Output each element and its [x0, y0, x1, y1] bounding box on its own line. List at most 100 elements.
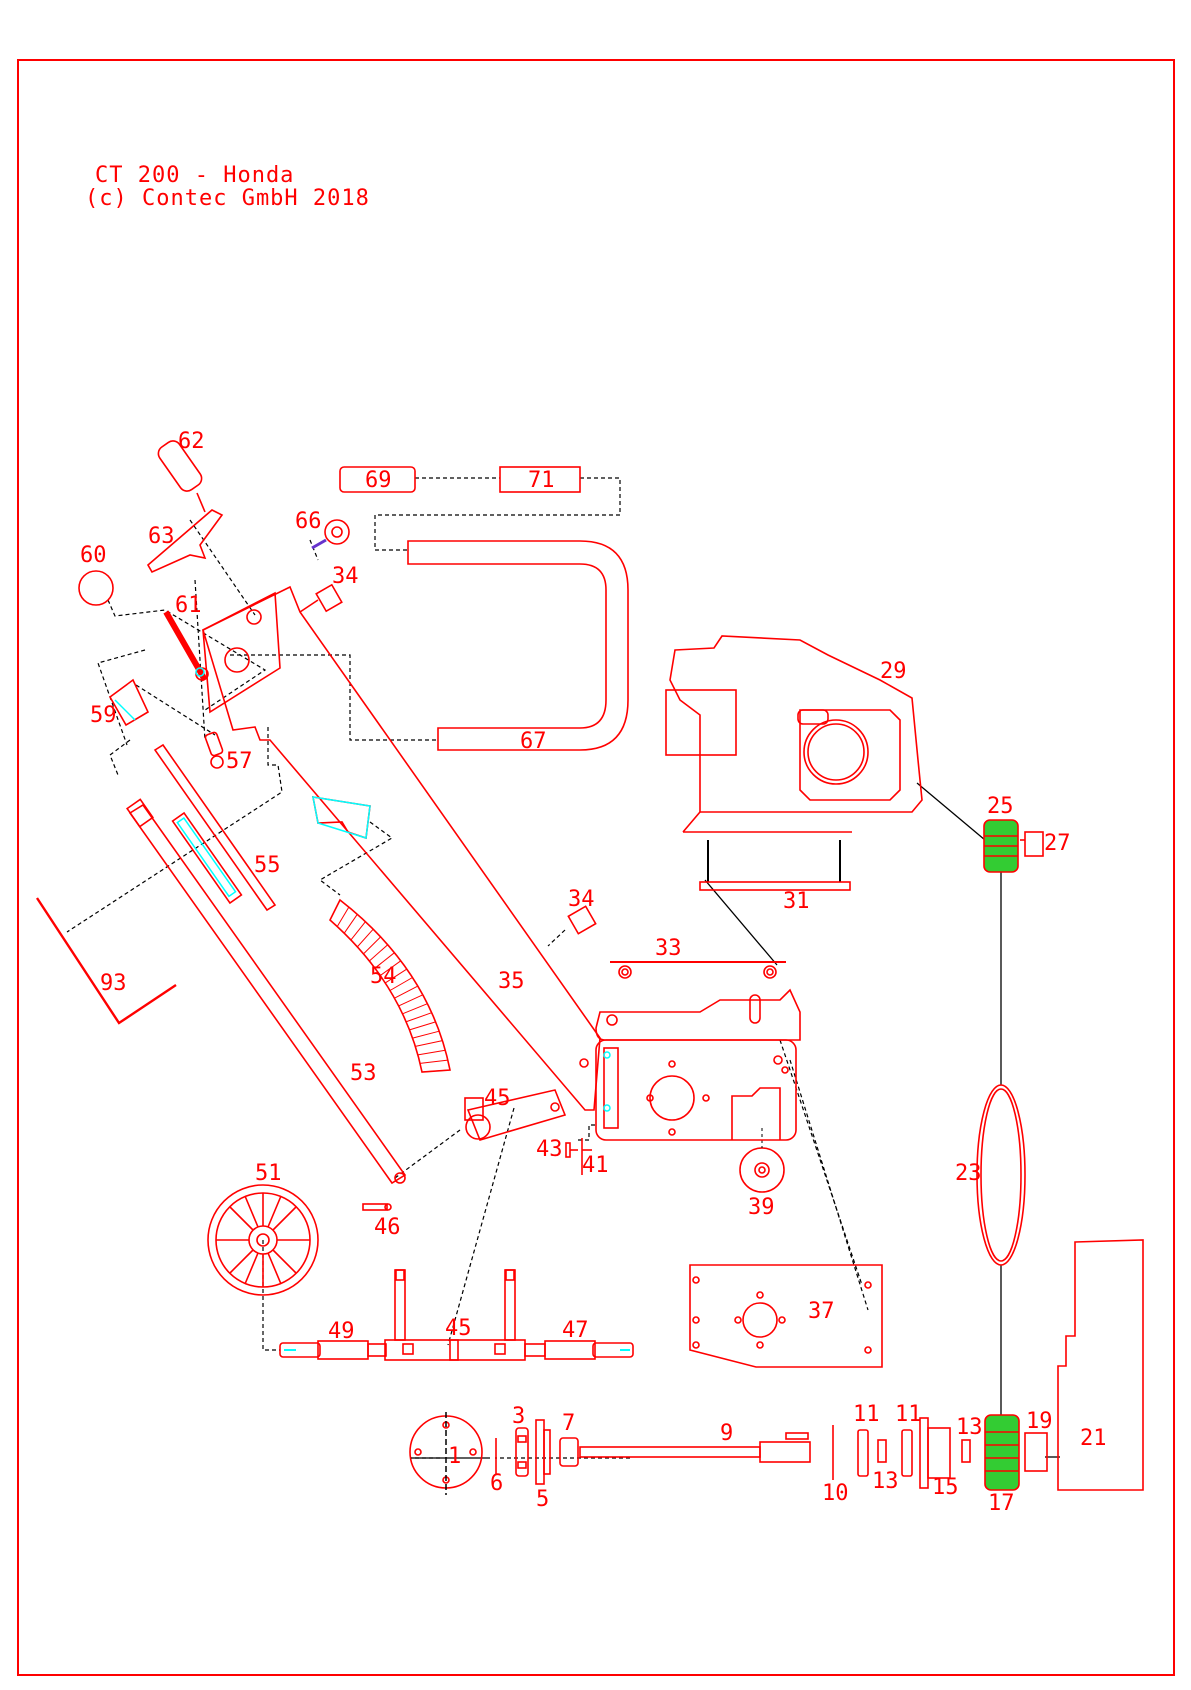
- part-57-clevis: [205, 732, 224, 768]
- part-33-bar-nuts: [619, 966, 776, 978]
- segment-rib: [351, 922, 365, 940]
- segment-rib: [413, 1031, 440, 1038]
- label-27: 27: [1044, 831, 1071, 856]
- part-27-cap: [1020, 832, 1043, 856]
- label-54: 54: [370, 964, 397, 989]
- part-window-plate: [313, 797, 370, 838]
- label-19: 19: [1026, 1409, 1053, 1434]
- part-93-scoop: [37, 898, 176, 1023]
- label-35: 35: [498, 969, 525, 994]
- label-62: 62: [178, 429, 205, 454]
- label-63: 63: [148, 524, 175, 549]
- part-3-bearing: [516, 1428, 528, 1476]
- label-31: 31: [783, 889, 810, 914]
- solid-leaders: [410, 783, 1060, 1458]
- label-6: 6: [490, 1471, 503, 1496]
- part-45-upper-lever: [465, 1090, 565, 1140]
- label-17: 17: [988, 1491, 1015, 1516]
- label-37: 37: [808, 1299, 835, 1324]
- part-23-belt-inner: [981, 1089, 1021, 1261]
- label-51: 51: [255, 1161, 282, 1186]
- part-35-main-frame: [196, 587, 600, 1110]
- label-66: 66: [295, 509, 322, 534]
- part-39-roller: [740, 1128, 784, 1192]
- label-43: 43: [536, 1137, 563, 1162]
- part-23-belt: [977, 1085, 1025, 1265]
- label-15: 15: [932, 1475, 959, 1500]
- label-57: 57: [226, 749, 253, 774]
- label-5: 5: [536, 1487, 549, 1512]
- segment-rib: [420, 1060, 448, 1063]
- label-60: 60: [80, 543, 107, 568]
- title-line-1: CT 200 - Honda: [95, 163, 294, 188]
- part-46-pin: [363, 1204, 391, 1210]
- label-55: 55: [254, 853, 281, 878]
- part-7-collar: [560, 1438, 578, 1466]
- part-9-shaft: [580, 1433, 810, 1462]
- label-69: 69: [365, 468, 392, 493]
- label-25: 25: [987, 794, 1014, 819]
- segment-rib: [399, 995, 423, 1006]
- segment-rib: [330, 900, 340, 920]
- label-67: 67: [520, 729, 547, 754]
- label-53: 53: [350, 1061, 377, 1086]
- part-outlines: [37, 438, 1143, 1495]
- label-11b: 11: [895, 1402, 922, 1427]
- label-45b: 45: [445, 1316, 472, 1341]
- part-60-knob: [79, 571, 113, 605]
- label-13a: 13: [872, 1469, 899, 1494]
- label-11a: 11: [853, 1402, 880, 1427]
- label-21: 21: [1080, 1426, 1107, 1451]
- part-1-flange: [410, 1412, 482, 1495]
- label-7: 7: [562, 1411, 575, 1436]
- label-39: 39: [748, 1195, 775, 1220]
- part-21-housing: [1058, 1240, 1143, 1490]
- part-13-spacers: [878, 1440, 970, 1462]
- part-engine-mount-bracket: [596, 990, 800, 1040]
- part-19-cap: [1025, 1433, 1047, 1471]
- part-47-axle: [525, 1341, 633, 1359]
- segment-rib: [337, 907, 349, 926]
- label-23: 23: [955, 1161, 982, 1186]
- segment-rib: [394, 986, 417, 998]
- part-67-handlebar: [408, 541, 628, 750]
- part-45-axle-bracket: [385, 1270, 525, 1360]
- label-47: 47: [562, 1318, 589, 1343]
- part-5-flange: [536, 1420, 550, 1484]
- segment-rib: [410, 1022, 436, 1030]
- part-gearbox-housing: [596, 1040, 796, 1140]
- label-33: 33: [655, 936, 682, 961]
- part-17-pulley: [985, 1415, 1019, 1490]
- part-31-base: [700, 840, 850, 890]
- label-41: 41: [582, 1153, 609, 1178]
- leader-lines: [67, 478, 868, 1458]
- label-49: 49: [328, 1319, 355, 1344]
- segment-rib: [369, 945, 387, 961]
- segment-rib: [364, 937, 381, 954]
- label-71: 71: [528, 468, 555, 493]
- segment-rib: [344, 914, 357, 933]
- label-1: 1: [448, 1444, 461, 1469]
- label-59: 59: [90, 703, 117, 728]
- title-line-2: (c) Contec GmbH 2018: [85, 186, 370, 211]
- segment-rib: [357, 929, 373, 947]
- label-9: 9: [720, 1421, 733, 1446]
- part-mount-hole-a: [607, 1015, 617, 1025]
- label-10: 10: [822, 1481, 849, 1506]
- label-61: 61: [175, 593, 202, 618]
- part-25-pulley: [984, 820, 1018, 872]
- label-93: 93: [100, 971, 127, 996]
- label-45a: 45: [484, 1086, 511, 1111]
- label-13b: 13: [956, 1415, 983, 1440]
- part-37-plate: [690, 1265, 882, 1367]
- segment-rib: [406, 1013, 432, 1022]
- label-46: 46: [374, 1215, 401, 1240]
- segment-rib: [418, 1050, 445, 1055]
- segment-rib: [415, 1041, 442, 1047]
- label-34b: 34: [568, 887, 595, 912]
- label-3: 3: [512, 1404, 525, 1429]
- segment-rib: [403, 1004, 428, 1014]
- label-34a: 34: [332, 564, 359, 589]
